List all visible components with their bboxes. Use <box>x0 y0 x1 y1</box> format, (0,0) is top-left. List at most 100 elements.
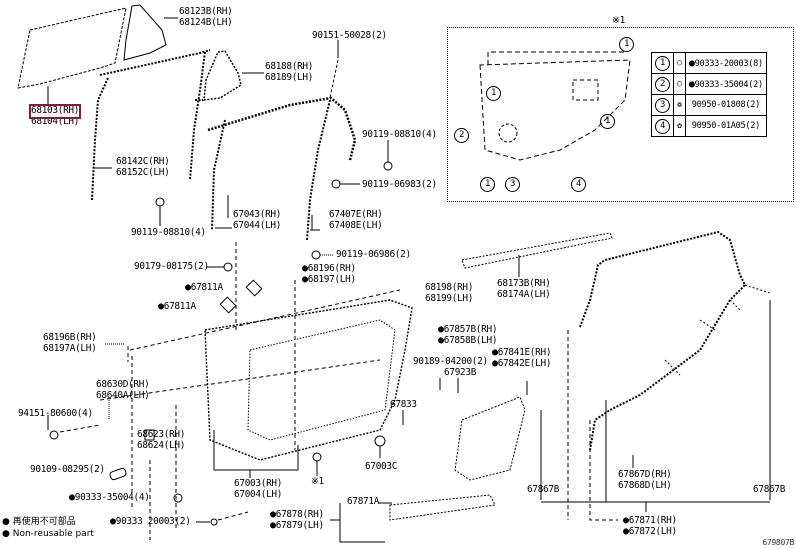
inset-callout: 1 <box>480 177 495 192</box>
fastener-legend-table: 1 ○ 90333-20003(8) 2 ○ 90333-35004(2) 3 … <box>651 52 767 137</box>
quarter-glass-shape <box>123 4 167 61</box>
clip-icon <box>210 518 218 526</box>
note-japanese: ● 再使用不可部品 <box>2 517 76 527</box>
callout-number: 4 <box>655 118 670 134</box>
part-label-90119-06983[interactable]: 90119-06983(2) <box>362 179 437 190</box>
part-label-68198[interactable]: 68198(RH)68199(LH) <box>425 282 474 304</box>
inset-callout: 3 <box>505 177 520 192</box>
part-label-67871[interactable]: 67871(RH)67872(LH) <box>623 515 677 537</box>
bracket-67003 <box>213 430 299 471</box>
frame-upper <box>207 96 357 161</box>
door-inner-panel <box>247 319 396 441</box>
part-label-67871a[interactable]: 67871A <box>347 496 380 507</box>
part-label-67923[interactable]: 67923B <box>444 367 477 378</box>
part-label-90151[interactable]: 90151-50028(2) <box>312 30 387 41</box>
part-label-67857[interactable]: 67857B(RH)67858B(LH) <box>438 324 498 346</box>
bolt-icon <box>383 161 393 171</box>
part-label-90333-20003[interactable]: 90333 20003(2) <box>110 516 191 528</box>
part-label-67003c[interactable]: 67003C <box>365 461 398 472</box>
note-english: ● Non-reusable part <box>2 529 94 539</box>
part-label-67867b-right[interactable]: 67867B <box>753 484 786 495</box>
part-label-90119-06986[interactable]: 90119-06986(2) <box>336 249 411 260</box>
inset-callout: 2 <box>454 128 469 143</box>
part-label-68188[interactable]: 68188(RH)68189(LH) <box>265 61 314 83</box>
frame-pillar-rear <box>306 99 331 241</box>
clip-icon <box>219 296 237 314</box>
washer-icon: ○ <box>677 79 682 89</box>
opening-weatherstrip <box>579 230 747 451</box>
bolt-icon <box>331 179 341 189</box>
legend-part-number[interactable]: 90950-01A05(2) <box>684 115 767 137</box>
callout-number: 2 <box>655 76 670 92</box>
part-label-67841[interactable]: 67841E(RH)67842E(LH) <box>492 347 552 369</box>
clip-icon <box>144 429 155 441</box>
bracket-67878 <box>339 503 385 543</box>
washer-icon: ○ <box>677 58 682 68</box>
part-label-68123[interactable]: 68123B(RH)68124B(LH) <box>179 6 233 28</box>
clip-icon <box>245 279 263 297</box>
clip-icon <box>312 452 322 462</box>
part-label-68142[interactable]: 68142C(RH)68152C(LH) <box>116 156 170 178</box>
legend-part-number[interactable]: 90950-01808(2) <box>684 94 767 116</box>
door-trim-panel <box>204 299 413 461</box>
inset-callout: 1 <box>619 37 634 52</box>
inner-seal <box>567 330 618 521</box>
sash-outer <box>91 49 211 201</box>
bolt-icon <box>311 250 321 260</box>
part-label-67811a-upper[interactable]: 67811A <box>185 282 223 294</box>
door-panel-dash-outline <box>99 289 401 401</box>
part-label-67833[interactable]: 67833 <box>390 399 417 410</box>
part-label-68196[interactable]: 68196(RH)68197(LH) <box>302 263 356 285</box>
part-label-68623[interactable]: 68623(RH)68624(LH) <box>137 429 186 451</box>
inset-callout: 4 <box>571 177 586 192</box>
frame-pillar <box>211 119 226 231</box>
non-reusable-note: ● 再使用不可部品 ● Non-reusable part <box>2 516 94 540</box>
part-label-90189[interactable]: 90189-04200(2) <box>413 356 488 367</box>
part-label-67043[interactable]: 67043(RH)67044(LH) <box>233 209 282 231</box>
bolt-icon <box>155 197 165 207</box>
part-label-67811a-lower[interactable]: 67811A <box>158 301 196 313</box>
part-label-68196b[interactable]: 68196B(RH)68197A(LH) <box>43 332 97 354</box>
inset-door-outline <box>479 59 631 161</box>
part-label-94151[interactable]: 94151-80600(4) <box>18 408 93 419</box>
quarter-trim-shape <box>203 50 242 101</box>
clip-icon <box>109 467 127 481</box>
sash-inner <box>189 51 206 181</box>
inset-fastener-detail <box>447 27 794 202</box>
part-label-67407[interactable]: 67407E(RH)67408E(LH) <box>329 209 383 231</box>
grommet-icon <box>374 435 386 447</box>
part-label-68630[interactable]: 68630D(RH)68640A(LH) <box>96 379 150 401</box>
part-label-90119-08810[interactable]: 90119-08810(4) <box>362 129 437 140</box>
part-label-67878[interactable]: 67878(RH)67879(LH) <box>270 509 324 531</box>
part-label-90333-35004[interactable]: 90333-35004(4) <box>69 492 150 504</box>
legend-part-number[interactable]: 90333-20003(8) <box>684 52 767 74</box>
highlighted-part-label[interactable]: 68103(RH) <box>28 104 82 119</box>
bolt-icon <box>223 262 233 272</box>
part-label-90119-08810-left[interactable]: 90119-08810(4) <box>131 227 206 238</box>
scuff-plate <box>389 494 496 521</box>
inset-callout: 1 <box>486 86 501 101</box>
armrest-panel <box>454 396 526 481</box>
legend-row: 3 ❁ 90950-01808(2) <box>651 94 767 116</box>
part-label-68103[interactable]: 68103(RH)68104(LH) <box>28 104 82 127</box>
callout-number: 3 <box>655 97 670 113</box>
part-label-67003[interactable]: 67003(RH)67004(LH) <box>234 478 283 500</box>
screw-icon <box>49 430 59 440</box>
note-marker: ※1 <box>311 476 324 487</box>
clip-icon: ✿ <box>677 121 682 131</box>
part-label-67867b-left[interactable]: 67867B <box>527 484 560 495</box>
legend-part-number[interactable]: 90333-35004(2) <box>684 73 767 95</box>
part-label-67867d[interactable]: 67867D(RH)67868D(LH) <box>618 469 672 491</box>
door-glass-shape <box>17 7 127 89</box>
clip-icon <box>173 493 183 503</box>
diagram-reference-code: 679807B <box>762 538 794 547</box>
part-label-68173[interactable]: 68173B(RH)68174A(LH) <box>497 278 551 300</box>
clip-icon: ❁ <box>677 100 682 110</box>
legend-row: 4 ✿ 90950-01A05(2) <box>651 115 767 137</box>
inset-callout: 1 <box>600 114 615 129</box>
beltline-molding <box>461 232 613 269</box>
part-label-90109[interactable]: 90109-08295(2) <box>30 464 105 475</box>
inset-marker: ※1 <box>612 15 626 26</box>
part-label-90179[interactable]: 90179-08175(2) <box>134 261 209 272</box>
